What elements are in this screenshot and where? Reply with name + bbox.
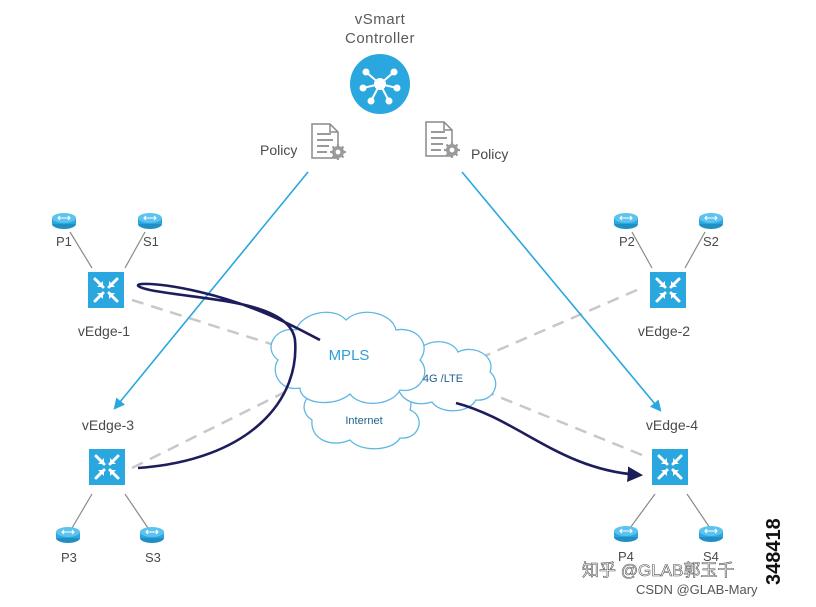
router-label-p3: P3 [61,550,77,565]
policy-document-gear-icon [424,120,462,160]
router-label-p2: P2 [619,234,635,249]
vsmart-controller: vSmart Controller [345,11,415,114]
vedge-3-label: vEdge-3 [82,417,134,433]
policy-left: Policy [260,122,348,162]
router-icon [139,526,165,544]
vedge-router-icon [86,270,126,310]
traffic-path-vedge3-mpls [136,282,321,470]
policy-arrow-left [113,171,309,410]
vedge-4-label: vEdge-4 [646,417,698,433]
router-label-s3: S3 [145,550,161,565]
router-icon [613,212,639,230]
overlay-links [131,288,643,470]
dashed-link-vedge4 [481,388,643,457]
router-icon [698,525,724,543]
router-label-s1: S1 [143,234,159,249]
router-label-s2: S2 [703,234,719,249]
vedge-2-label: vEdge-2 [638,323,690,339]
dashed-link-vedge3 [131,390,286,470]
dashed-link-vedge2 [479,288,638,360]
policy-right: Policy [424,120,508,162]
router-icon [55,526,81,544]
router-label-p1: P1 [56,234,72,249]
watermark-csdn: CSDN @GLAB-Mary [636,582,758,597]
cloud-label-lte: 4G /LTE [423,373,463,385]
vedge-1: vEdge-1 [78,270,130,339]
router-icon [51,212,77,230]
vedge-2: vEdge-2 [638,270,690,339]
router-links [69,231,711,529]
vedge-1-label: vEdge-1 [78,323,130,339]
router-p3: P3 [55,526,81,565]
router-icon [698,212,724,230]
router-label-p4: P4 [618,549,634,564]
router-icon [613,525,639,543]
vedge-3: vEdge-3 [82,417,134,487]
router-p1: P1 [51,212,77,249]
policy-right-label: Policy [471,146,508,162]
figure-id: 348418 [763,518,785,585]
policy-left-label: Policy [260,142,297,158]
traffic-path-to-vedge4 [455,401,644,482]
dashed-link-vedge1 [131,298,291,352]
router-p2: P2 [613,212,639,249]
vedge-router-icon [648,270,688,310]
router-p4: P4 [613,525,639,564]
controller-label-line2: Controller [345,30,415,47]
router-s2: S2 [698,212,724,249]
cloud-label-internet: Internet [345,415,382,427]
router-icon [137,212,163,230]
vedge-4: vEdge-4 [646,417,698,487]
router-label-s4: S4 [703,549,719,564]
router-s3: S3 [139,526,165,565]
vedge-router-icon [650,447,690,487]
router-s1: S1 [137,212,163,249]
policy-arrow-right [461,171,662,412]
vedge-router-icon [87,447,127,487]
hub-icon [350,54,410,114]
router-s4: S4 [698,525,724,564]
controller-label-line1: vSmart [355,11,406,28]
policy-document-gear-icon [310,122,348,162]
watermark-zhihu: 知乎 @GLAB郭玉千 [582,561,734,580]
cloud-label-mpls: MPLS [329,347,370,364]
